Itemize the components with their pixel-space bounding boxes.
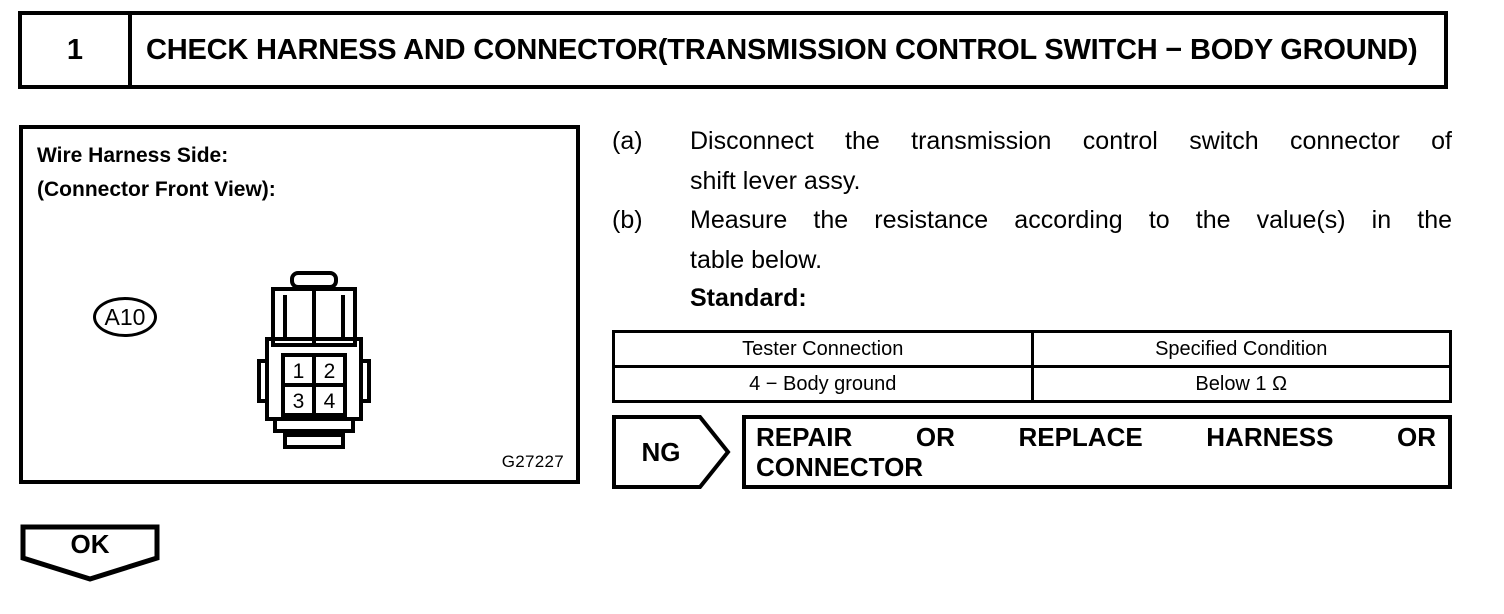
step-number-cell: 1	[22, 15, 132, 85]
ok-flag-label: OK	[70, 528, 110, 559]
ok-flag-arrow: OK	[20, 524, 160, 582]
procedure-step-b-label: (b)	[612, 206, 643, 234]
procedure-step-a-label: (a)	[612, 127, 643, 155]
ng-action-line-2: CONNECTOR	[756, 452, 924, 482]
table-header-row: Tester Connection Specified Condition	[612, 330, 1452, 368]
ng-flag-label: NG	[641, 436, 681, 467]
step-title-cell: CHECK HARNESS AND CONNECTOR(TRANSMISSION…	[132, 15, 1444, 85]
figure-caption-line-2: (Connector Front View):	[37, 178, 276, 202]
ng-action-line-1: REPAIR OR REPLACE HARNESS OR	[756, 421, 1436, 452]
procedure-step-a-line-1: Disconnect the transmission control swit…	[690, 127, 1452, 155]
procedure-step-b-line-2: table below.	[690, 245, 823, 274]
connector-id-label: A10	[104, 303, 146, 330]
figure-panel: Wire Harness Side: (Connector Front View…	[19, 125, 580, 484]
procedure-step-b-line-1: Measure the resistance according to the …	[690, 206, 1452, 234]
connector-pin-4: 4	[324, 390, 336, 413]
step-number: 1	[66, 33, 84, 66]
ng-action-box: REPAIR OR REPLACE HARNESS OR CONNECTOR	[742, 415, 1452, 489]
connector-pin-2: 2	[324, 360, 336, 383]
table-cell-specified-condition: Below 1 Ω	[1030, 365, 1452, 403]
procedure-step-b: (b) Measure the resistance according to …	[612, 201, 1452, 280]
ng-flag-arrow: NG	[612, 415, 732, 489]
procedure-step-b-text: Measure the resistance according to the …	[690, 201, 1452, 280]
procedure-step-a-line-2: shift lever assy.	[690, 166, 861, 195]
connector-pin-3: 3	[293, 390, 305, 413]
connector-pin-1: 1	[293, 360, 305, 383]
table-header-tester-connection: Tester Connection	[612, 330, 1034, 368]
procedure-column: (a) Disconnect the transmission control …	[612, 122, 1452, 318]
specification-table: Tester Connection Specified Condition 4 …	[612, 330, 1452, 403]
figure-caption-line-1: Wire Harness Side:	[37, 144, 229, 167]
connector-diagram-icon: 1 2 3 4	[255, 269, 375, 454]
procedure-step-a-text: Disconnect the transmission control swit…	[690, 122, 1452, 201]
step-header-box: 1 CHECK HARNESS AND CONNECTOR(TRANSMISSI…	[18, 11, 1448, 89]
table-cell-tester-connection: 4 − Body ground	[612, 365, 1034, 403]
ng-result-row: NG REPAIR OR REPLACE HARNESS OR CONNECTO…	[612, 415, 1452, 489]
step-title: CHECK HARNESS AND CONNECTOR(TRANSMISSION…	[146, 33, 1418, 66]
connector-id-badge: A10	[93, 297, 157, 337]
table-row: 4 − Body ground Below 1 Ω	[612, 365, 1452, 403]
table-header-specified-condition: Specified Condition	[1030, 330, 1452, 368]
figure-code: G27227	[501, 452, 564, 471]
standard-label: Standard:	[690, 284, 807, 312]
procedure-step-a: (a) Disconnect the transmission control …	[612, 122, 1452, 201]
figure-caption: Wire Harness Side: (Connector Front View…	[37, 139, 276, 207]
ng-action-text: REPAIR OR REPLACE HARNESS OR CONNECTOR	[756, 422, 1436, 483]
